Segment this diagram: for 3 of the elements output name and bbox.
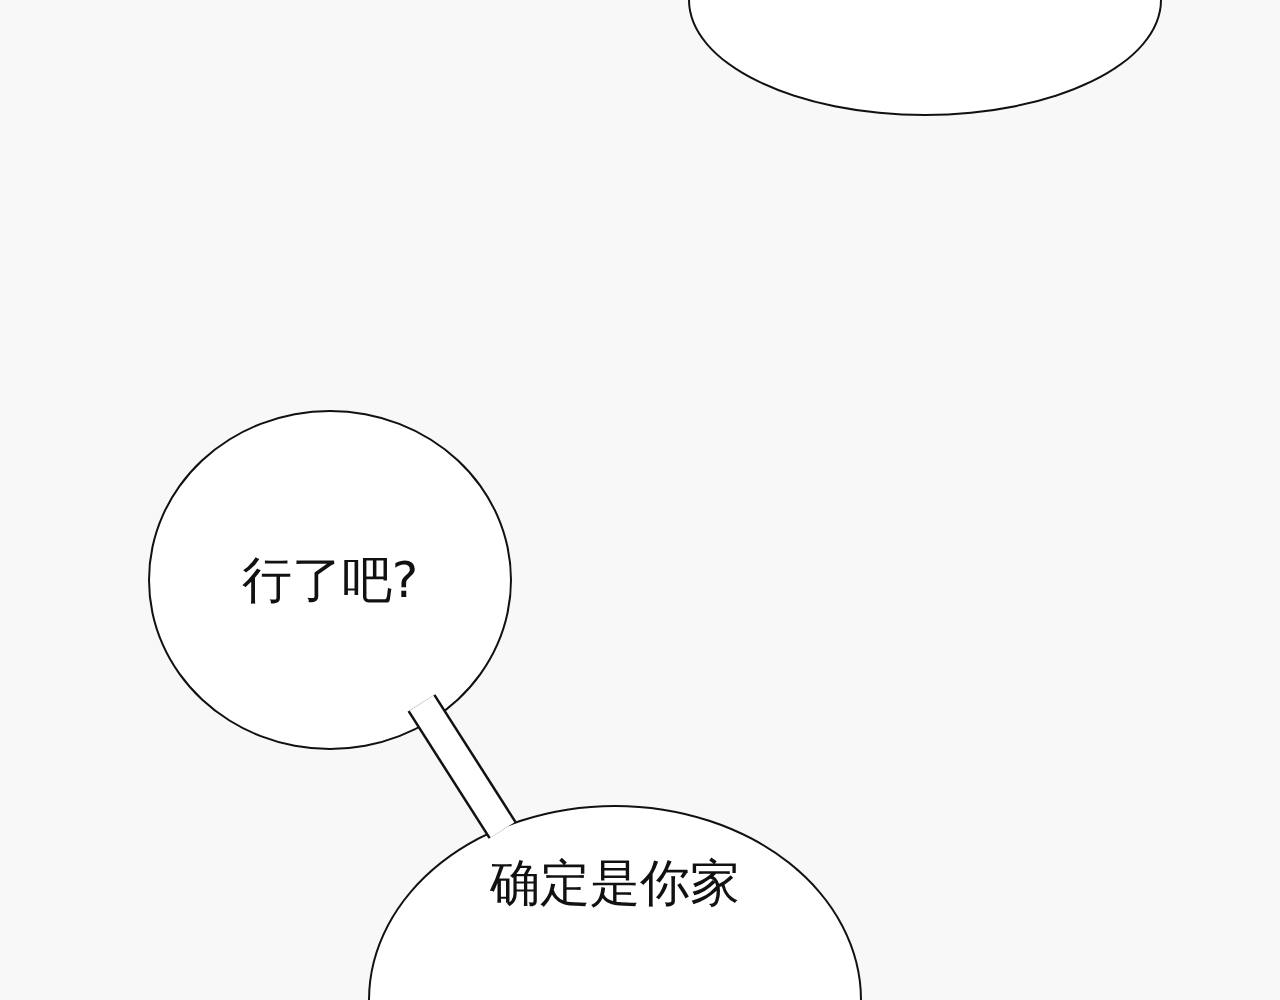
bubble-tail [407,694,517,839]
speech-text: 确定是你家 [490,853,740,914]
speech-text: 行了吧? [241,549,419,611]
